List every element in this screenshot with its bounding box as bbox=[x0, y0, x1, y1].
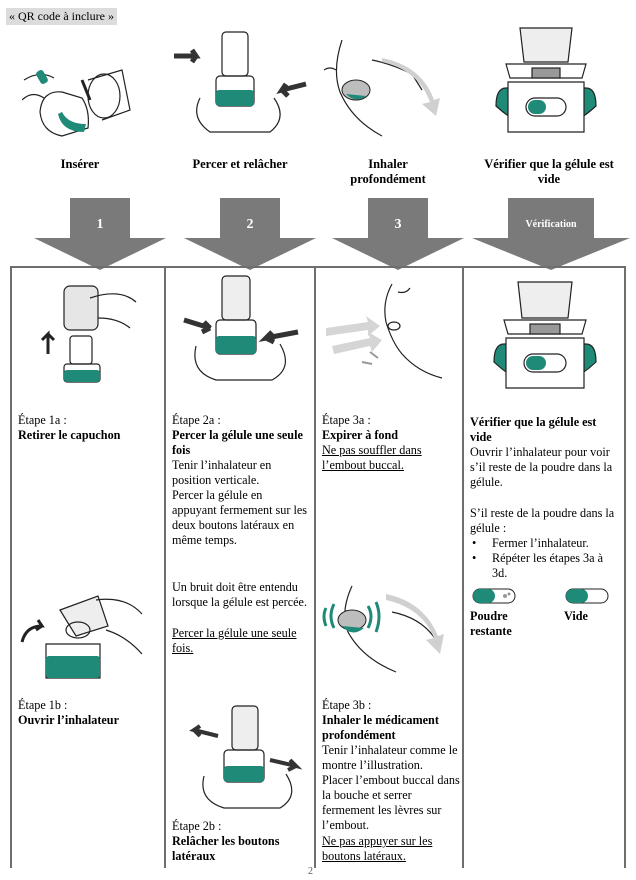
step-2a-instruction-1: Tenir l’inhalateur en position verticale… bbox=[172, 458, 272, 487]
inhale-illustration bbox=[323, 40, 440, 137]
release-buttons-illustration bbox=[189, 705, 303, 809]
step-2a-title: Percer la gélule une seule fois bbox=[172, 428, 303, 457]
insert-capsule-illustration bbox=[22, 69, 131, 137]
open-inhaler-illustration bbox=[20, 595, 143, 679]
step-insert-label: Insérer bbox=[60, 157, 100, 171]
verify-instruction: Ouvrir l’inhalateur pour voir s’il reste… bbox=[470, 445, 613, 489]
step-2b-label: Étape 2b : bbox=[172, 819, 222, 833]
inhale-deeply-illustration bbox=[322, 585, 444, 673]
step-3a-title: Expirer à fond bbox=[322, 428, 399, 442]
column-divider-3 bbox=[314, 268, 316, 868]
column-divider-5 bbox=[624, 268, 626, 868]
step-2b-title: Relâcher les boutons latéraux bbox=[172, 834, 280, 863]
column-divider-1 bbox=[10, 268, 12, 868]
step-2a-label: Étape 2a : bbox=[172, 413, 221, 427]
remove-cap-illustration bbox=[40, 285, 137, 383]
arrow-verification: Vérification bbox=[472, 198, 630, 270]
column-divider-2 bbox=[164, 268, 166, 868]
capsule-powder-label: Poudre restante bbox=[470, 609, 512, 638]
step-3a-label: Étape 3a : bbox=[322, 413, 371, 427]
step-2a-note: Un bruit doit être entendu lorsque la gé… bbox=[172, 580, 308, 609]
arrow-step-2: 2 bbox=[184, 198, 316, 270]
verify-bullet-2: Répéter les étapes 3a à 3d. bbox=[470, 551, 620, 581]
check-capsule-illustration bbox=[495, 27, 597, 133]
capsule-powder-icon bbox=[472, 588, 516, 604]
step-3b-warning: Ne pas appuyer sur les boutons latéraux. bbox=[322, 834, 433, 863]
verify-bullet-1: Fermer l’inhalateur. bbox=[470, 536, 620, 551]
step-3b-label: Étape 3b : bbox=[322, 698, 372, 712]
verify-capsule-illustration bbox=[493, 281, 597, 389]
capsule-empty-label: Vide bbox=[564, 609, 588, 623]
step-3b-instruction-2: Placer l’embout buccal dans la bouche et… bbox=[322, 773, 460, 832]
arrow-step-1: 1 bbox=[34, 198, 166, 270]
step-2a-warning: Percer la gélule une seule fois. bbox=[172, 626, 297, 655]
verify-condition: S’il reste de la poudre dans la gélule : bbox=[470, 506, 615, 535]
verify-title: Vérifier que la gélule est vide bbox=[470, 415, 597, 444]
step-inhale-label: Inhaler profondément bbox=[350, 157, 426, 186]
pierce-release-illustration bbox=[174, 31, 307, 133]
step-3a-warning: Ne pas souffler dans l’embout buccal. bbox=[322, 443, 422, 472]
panel-top-border bbox=[10, 266, 626, 268]
step-1a-title: Retirer le capuchon bbox=[18, 428, 121, 442]
qr-code-note: « QR code à inclure » bbox=[6, 8, 117, 25]
step-1a-label: Étape 1a : bbox=[18, 413, 67, 427]
exhale-illustration bbox=[326, 283, 443, 379]
arrow-step-2-label: 2 bbox=[247, 217, 254, 232]
step-2a-instruction-2: Percer la gélule en appuyant fermement s… bbox=[172, 488, 308, 547]
arrow-step-3: 3 bbox=[332, 198, 464, 270]
step-3b-title: Inhaler le médicament profondément bbox=[322, 713, 439, 742]
step-check-label: Vérifier que la gélule est vide bbox=[484, 157, 614, 186]
step-1b-title: Ouvrir l’inhalateur bbox=[18, 713, 119, 727]
page-number: 2 bbox=[308, 866, 313, 877]
step-pierce-label: Percer et relâcher bbox=[192, 157, 288, 171]
step-3b-instruction-1: Tenir l’inhalateur comme le montre l’ill… bbox=[322, 743, 458, 772]
capsule-empty-icon bbox=[565, 588, 609, 604]
arrow-step-3-label: 3 bbox=[395, 217, 402, 232]
pierce-capsule-illustration bbox=[183, 275, 299, 381]
verify-bullet-list: Fermer l’inhalateur. Répéter les étapes … bbox=[470, 536, 620, 581]
step-1b-label: Étape 1b : bbox=[18, 698, 68, 712]
arrow-step-1-label: 1 bbox=[97, 217, 104, 232]
column-divider-4 bbox=[462, 268, 464, 868]
arrow-verification-label: Vérification bbox=[525, 219, 577, 230]
